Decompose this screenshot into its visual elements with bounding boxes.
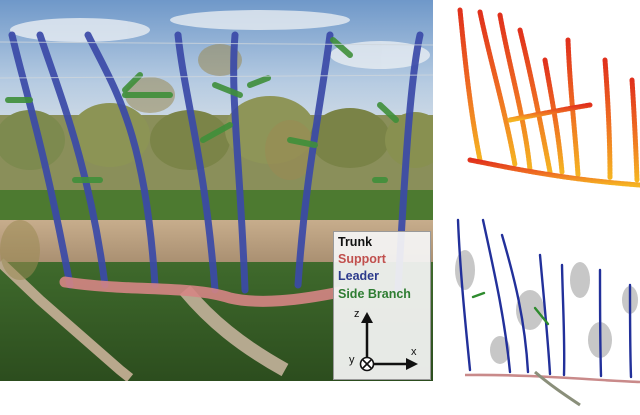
leader-annotations bbox=[8, 31, 424, 294]
leader-4 bbox=[174, 31, 219, 294]
legend-support: Support bbox=[338, 252, 386, 266]
side-branch-5 bbox=[247, 75, 271, 88]
z-axis-label: z bbox=[354, 308, 360, 320]
trellis-wires bbox=[0, 41, 433, 79]
support-annotation bbox=[59, 276, 346, 307]
grass-strip bbox=[0, 190, 433, 222]
annotated-orchard-photo bbox=[0, 0, 433, 381]
side-branch-7 bbox=[287, 137, 318, 148]
z-axis-arrow-icon bbox=[361, 312, 373, 361]
trunk-limb bbox=[179, 285, 289, 377]
leader-6 bbox=[294, 31, 334, 289]
x-axis-arrow-icon bbox=[367, 358, 418, 370]
leader-3 bbox=[84, 31, 159, 289]
leader-5 bbox=[230, 31, 249, 294]
colored-point-cloud bbox=[440, 0, 640, 198]
coordinate-axes: z x y bbox=[334, 306, 432, 380]
side-branch-9 bbox=[377, 102, 399, 123]
skeleton-side-branches bbox=[471, 291, 550, 326]
photo-canvas bbox=[0, 0, 433, 381]
x-axis-label: x bbox=[411, 346, 417, 358]
skeleton-support bbox=[464, 373, 640, 384]
skeleton-point-cloud bbox=[440, 200, 640, 410]
skeleton-trunk-limb bbox=[534, 370, 581, 407]
legend-box: Trunk Support Leader Side Branch z x y bbox=[333, 231, 431, 380]
y-axis-into-page-icon bbox=[359, 356, 375, 372]
skeleton-leaders bbox=[456, 218, 633, 379]
leader-1 bbox=[8, 31, 74, 289]
legend-trunk: Trunk bbox=[338, 235, 373, 249]
side-branch-6 bbox=[200, 122, 233, 143]
leader-2 bbox=[36, 31, 109, 289]
legend-side-branch: Side Branch bbox=[338, 287, 411, 301]
point-cloud-branches bbox=[457, 7, 640, 188]
fallen-branch bbox=[0, 258, 134, 381]
y-axis-label: y bbox=[349, 354, 355, 366]
clouds bbox=[10, 10, 430, 69]
gray-points bbox=[455, 250, 638, 364]
side-branch-8 bbox=[330, 37, 353, 58]
side-branch-4 bbox=[212, 82, 243, 98]
legend-leader: Leader bbox=[338, 269, 379, 283]
